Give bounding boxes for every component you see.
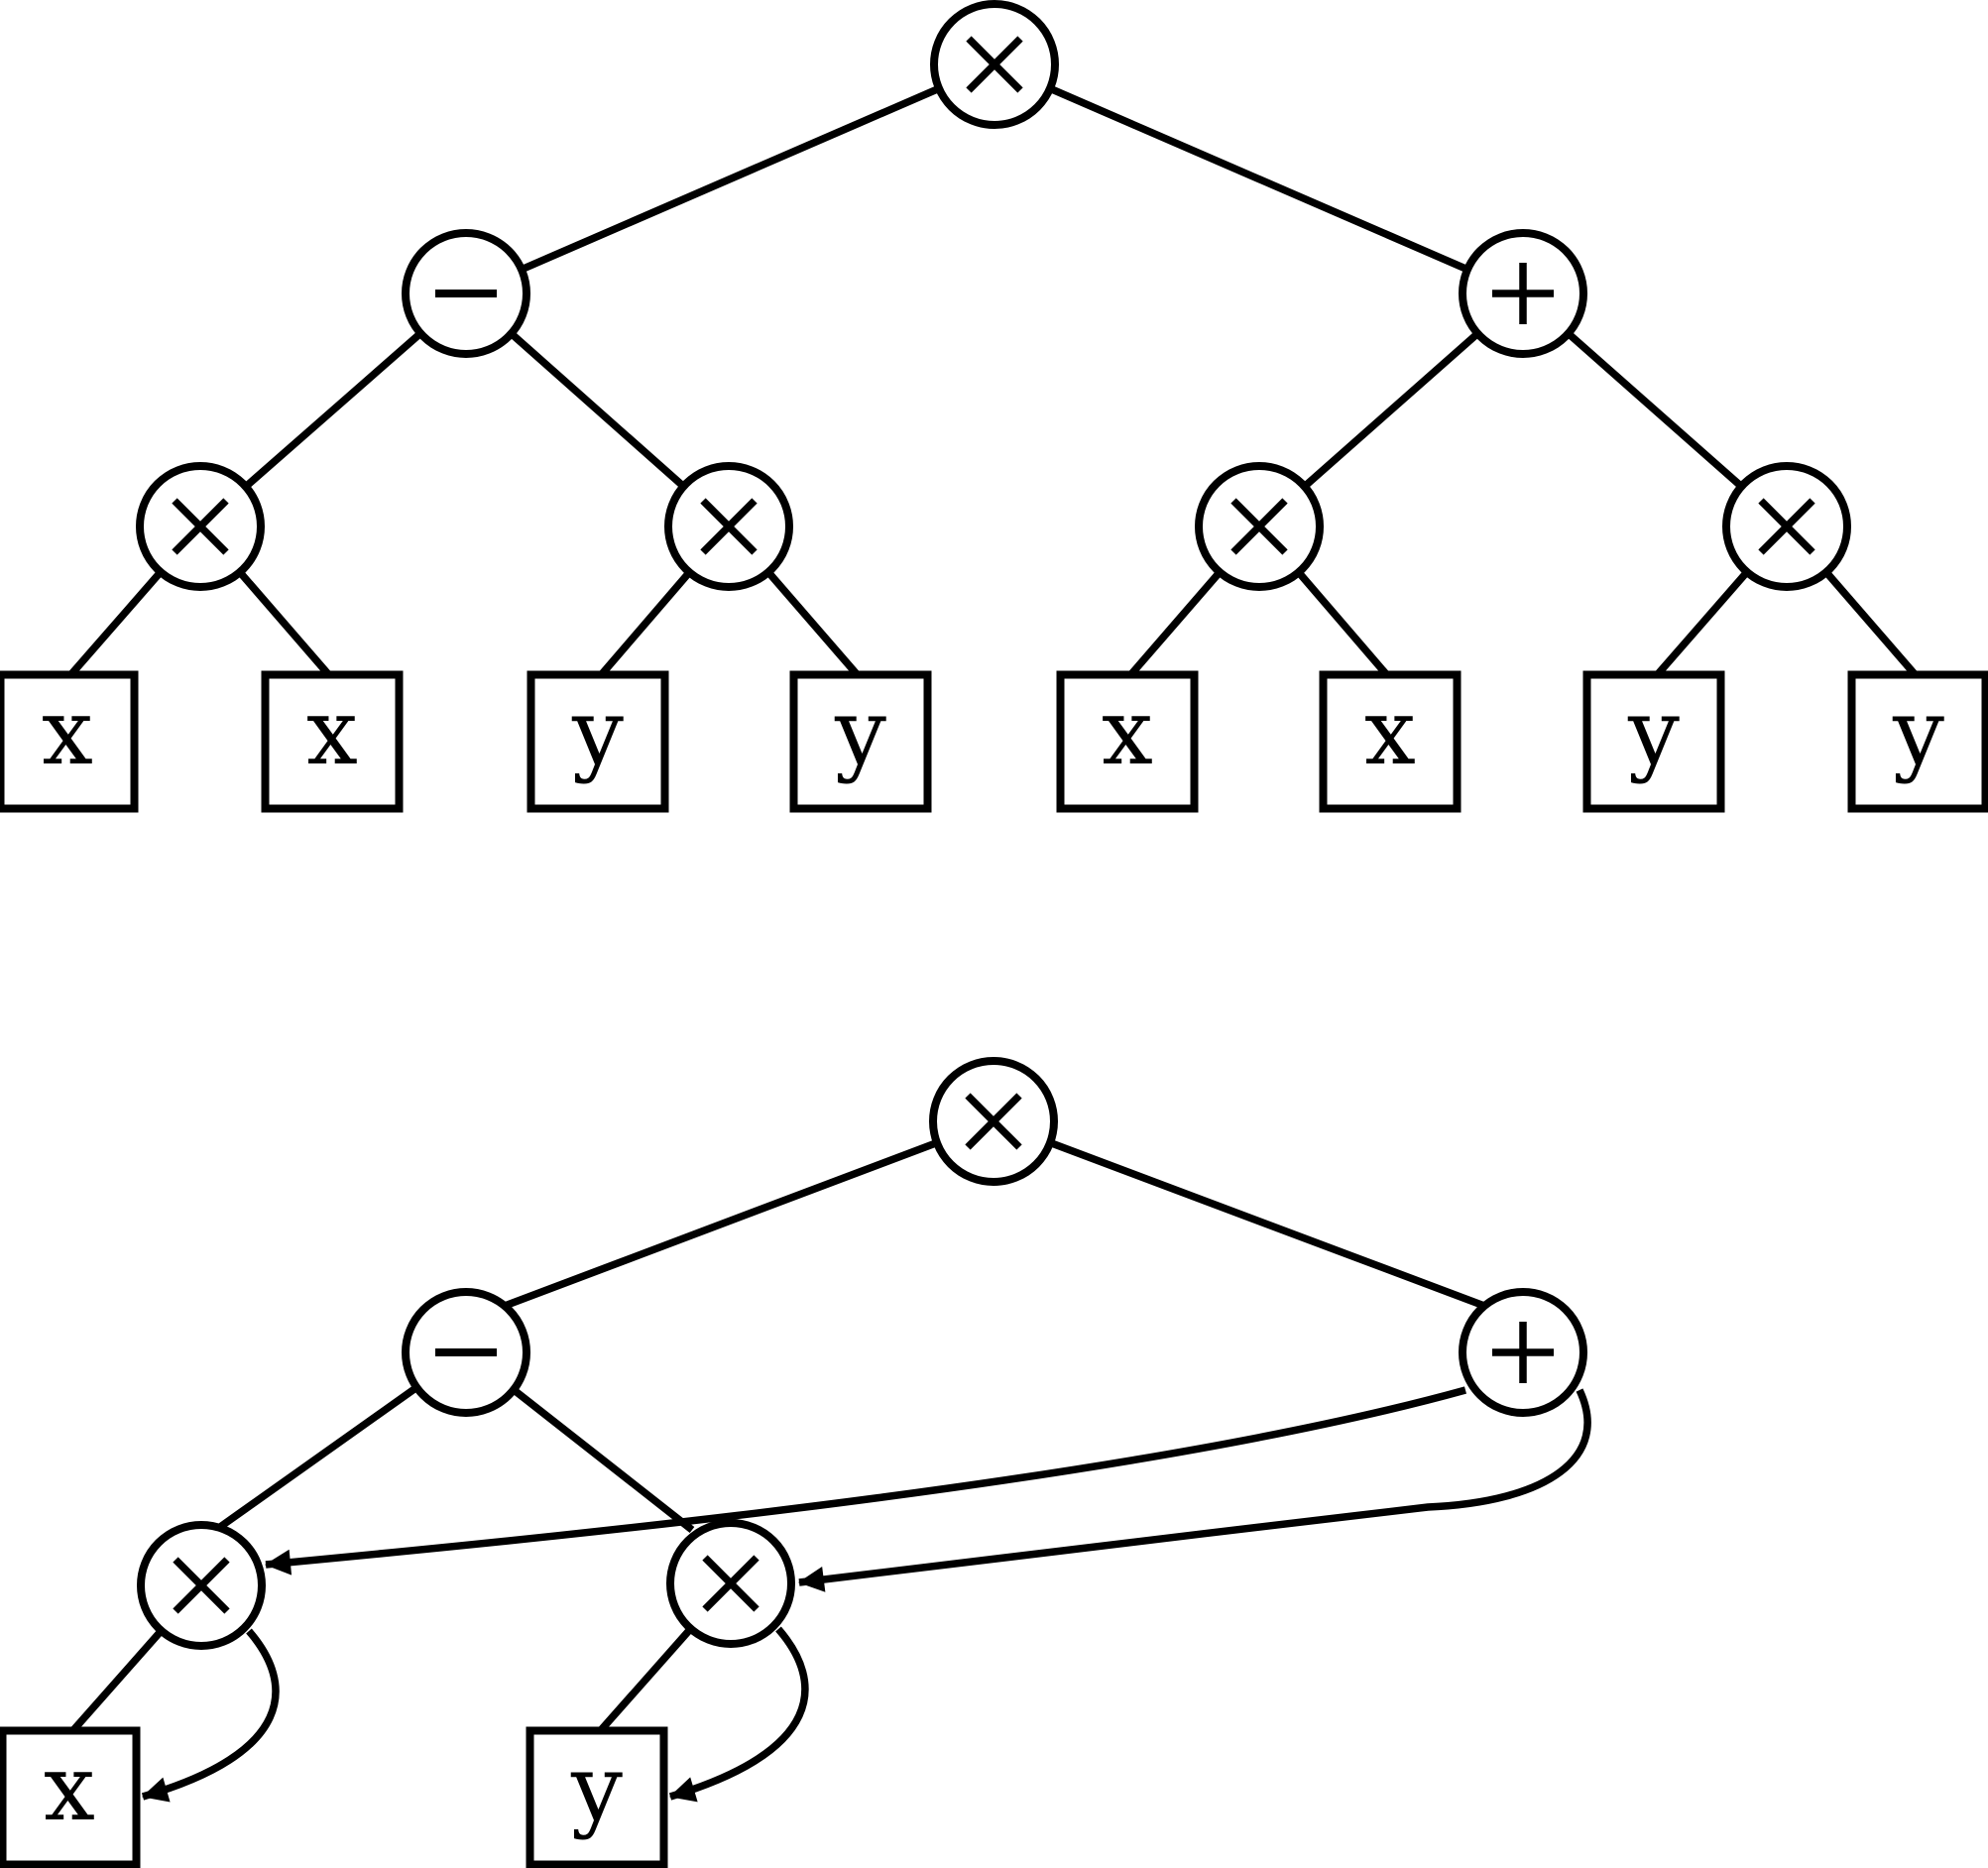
leaf-node-x (1056, 670, 1199, 813)
leaf-node-y (526, 1726, 668, 1868)
leaf-node-x (0, 1726, 141, 1868)
leaf-node-x (1319, 670, 1462, 813)
times-icon (702, 1555, 760, 1612)
leaf-label: y (570, 1735, 623, 1841)
leaf-label: y (571, 679, 624, 785)
arrow-d-muly-d-y (668, 1626, 809, 1803)
times-icon (965, 1093, 1022, 1150)
leaf-node-y (1582, 670, 1725, 813)
leaf-label: y (834, 679, 886, 785)
leaf-label: y (1892, 679, 1944, 785)
plus-icon (1492, 263, 1554, 324)
leaf-node-y (789, 670, 932, 813)
leaf-node-y (526, 670, 669, 813)
edge-d-root-d-minus (503, 1117, 995, 1310)
times-icon (172, 498, 229, 555)
plus-icon (1492, 1322, 1554, 1383)
edge-d-root-d-plus (992, 1117, 1486, 1310)
times-icon (966, 36, 1023, 93)
arrow-d-mulx-d-x (141, 1628, 280, 1803)
arrow-d-plus-d-muly (797, 1388, 1591, 1592)
times-icon (1758, 498, 1815, 555)
arrow-d-plus-d-mulx (264, 1386, 1466, 1576)
times-icon (700, 498, 758, 555)
leaf-label: x (306, 679, 358, 785)
leaf-label: x (1102, 679, 1153, 785)
times-icon (173, 1557, 230, 1614)
leaf-label: y (1627, 679, 1680, 785)
times-icon (1230, 498, 1288, 555)
leaf-node-y (1847, 670, 1988, 813)
leaf-node-x (0, 670, 139, 813)
leaf-label: x (44, 1735, 95, 1841)
edge-t-root-t-minus (464, 60, 996, 297)
leaf-label: x (1364, 679, 1416, 785)
edge-t-root-t-plus (993, 60, 1525, 297)
leaf-node-x (261, 670, 404, 813)
leaf-label: x (42, 679, 93, 785)
